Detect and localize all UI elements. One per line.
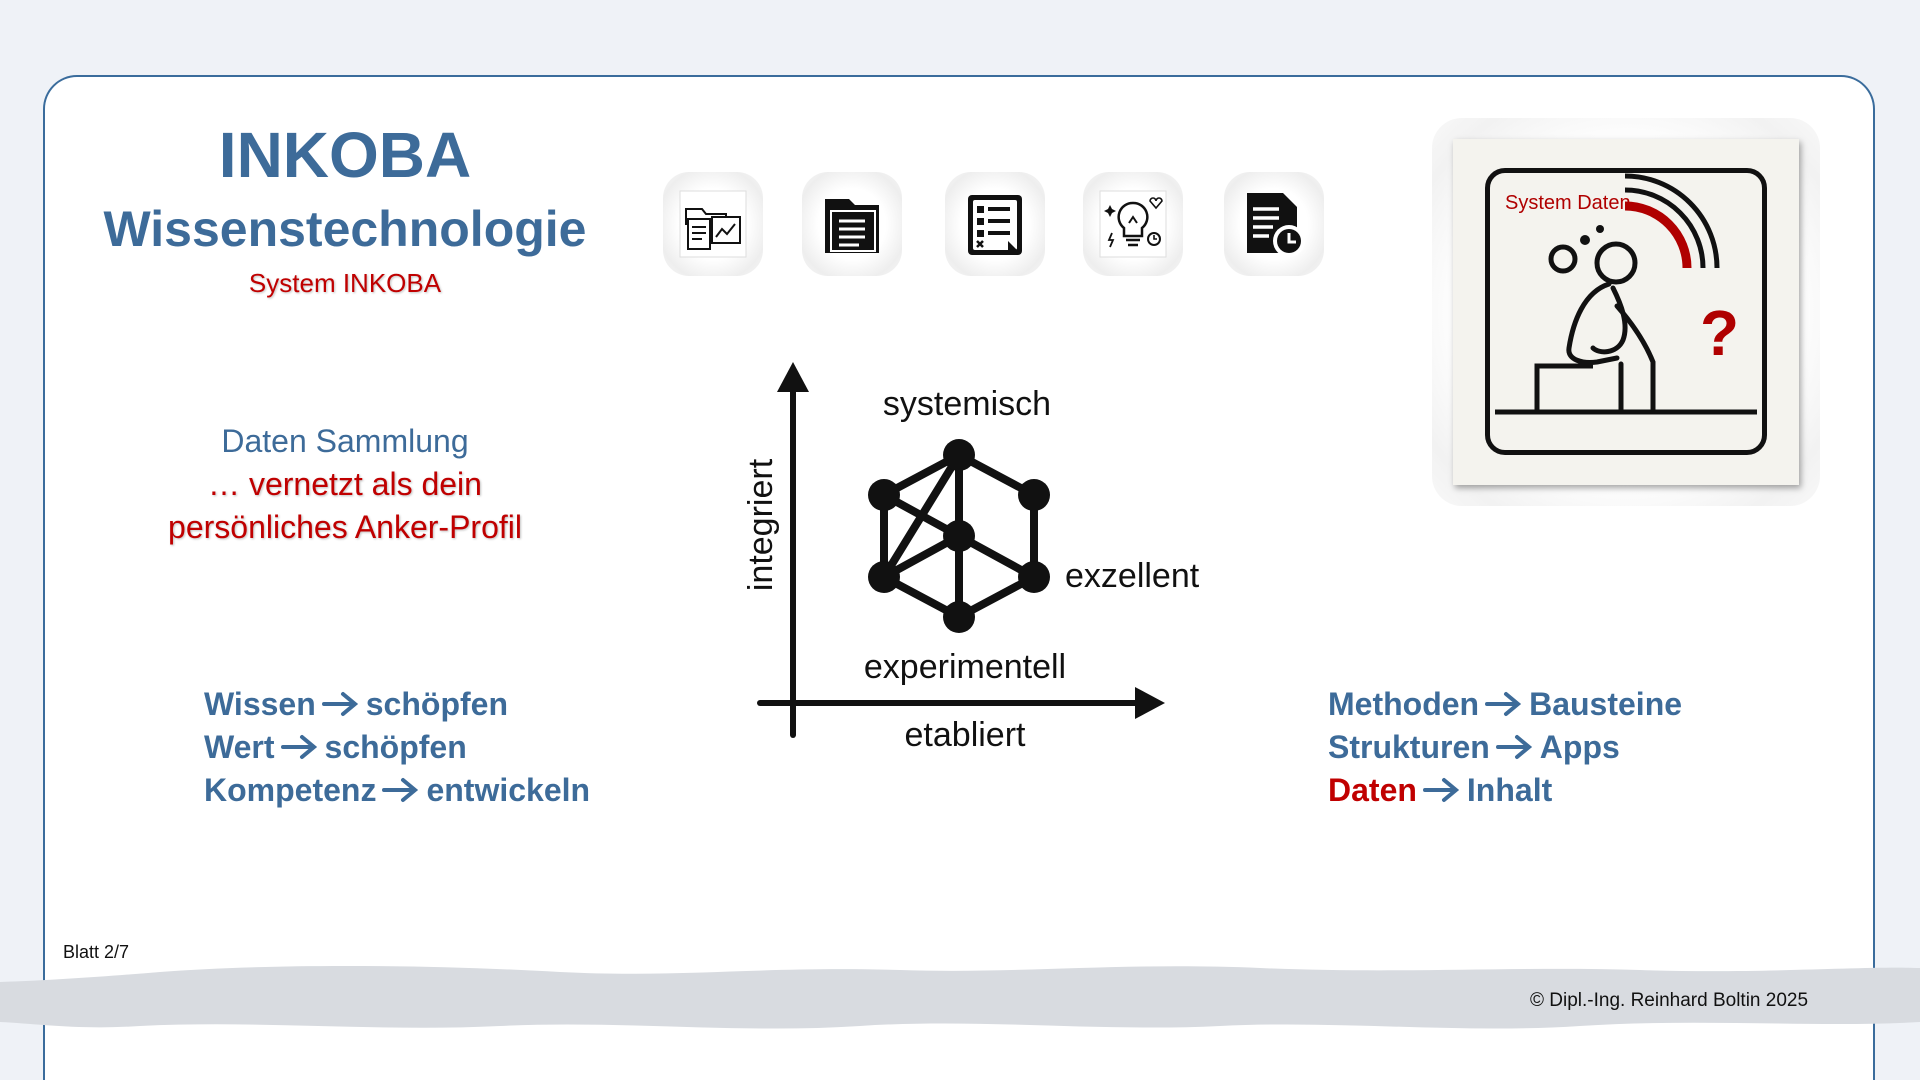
- report-clock-tile[interactable]: [1224, 172, 1324, 276]
- hero-image: [1453, 139, 1799, 485]
- pair-right-text: entwickeln: [426, 772, 591, 808]
- left-pair-3: Kompetenz entwickeln: [204, 772, 590, 809]
- arrow-right-icon: [382, 778, 419, 802]
- pair-right-text: Inhalt: [1466, 772, 1553, 808]
- arrow-right-icon: [1422, 778, 1460, 802]
- collection-line-3: persönliches Anker-Profil: [168, 509, 522, 545]
- folder-chart-tile[interactable]: [663, 172, 763, 276]
- pair-left-text: Wert: [204, 729, 275, 765]
- black-folder-icon: [825, 199, 879, 253]
- pair-right-text: schöpfen: [365, 686, 508, 722]
- thinker-icon: [1495, 173, 1757, 415]
- left-pair-2: Wert schöpfen: [204, 729, 467, 766]
- left-pair-1: Wissen schöpfen: [204, 686, 508, 723]
- page-indicator: Blatt 2/7: [63, 942, 130, 962]
- lightbulb-tile[interactable]: [1083, 172, 1183, 276]
- report-clock-icon: [1247, 193, 1305, 257]
- pair-right-text: schöpfen: [324, 729, 467, 765]
- arrow-right-icon: [280, 735, 317, 759]
- system-label: System INKOBA: [248, 268, 442, 298]
- folder-chart-icon: [679, 190, 747, 258]
- checklist-icon: [968, 195, 1022, 255]
- footer-band: [0, 966, 1920, 1029]
- copyright: © Dipl.-Ing. Reinhard Boltin 2025: [1530, 990, 1809, 1011]
- pair-left-text: Kompetenz: [204, 772, 377, 808]
- hero-label: System Daten: [1505, 192, 1631, 214]
- x-axis: [757, 687, 1165, 719]
- pair-left-text: Methoden: [1328, 686, 1480, 722]
- lightbulb-icon: [1099, 190, 1167, 258]
- arrow-right-icon: [1495, 735, 1532, 759]
- pair-right-text: Apps: [1539, 729, 1620, 765]
- pair-right-text: Bausteine: [1529, 686, 1683, 722]
- black-folder-tile[interactable]: [802, 172, 902, 276]
- page-subtitle: Wissenstechnologie: [103, 201, 587, 257]
- question-mark: ?: [1700, 297, 1740, 369]
- right-pair-1: Methoden Bausteine: [1328, 686, 1682, 723]
- pair-left-text: Strukturen: [1328, 729, 1490, 765]
- label-experimentell: experimentell: [864, 648, 1066, 686]
- y-axis: [777, 362, 809, 738]
- checklist-tile[interactable]: [945, 172, 1045, 276]
- network-graph: [868, 439, 1050, 633]
- right-pair-3: Daten Inhalt: [1328, 772, 1552, 809]
- collection-line-1: Daten Sammlung: [221, 423, 469, 459]
- arrow-right-icon: [1485, 692, 1522, 716]
- arrow-right-icon: [321, 692, 358, 716]
- y-axis-label: integriert: [742, 458, 780, 591]
- pair-left-text: Wissen: [204, 686, 316, 722]
- pair-left-text: Daten: [1328, 772, 1417, 808]
- label-systemisch: systemisch: [883, 385, 1051, 423]
- label-exzellent: exzellent: [1065, 557, 1200, 595]
- page-title: INKOBA: [218, 119, 472, 191]
- hero-box: [1485, 168, 1767, 455]
- right-pair-2: Strukturen Apps: [1328, 729, 1620, 766]
- x-axis-label: etabliert: [905, 716, 1027, 754]
- collection-line-2: … vernetzt als dein: [208, 466, 482, 502]
